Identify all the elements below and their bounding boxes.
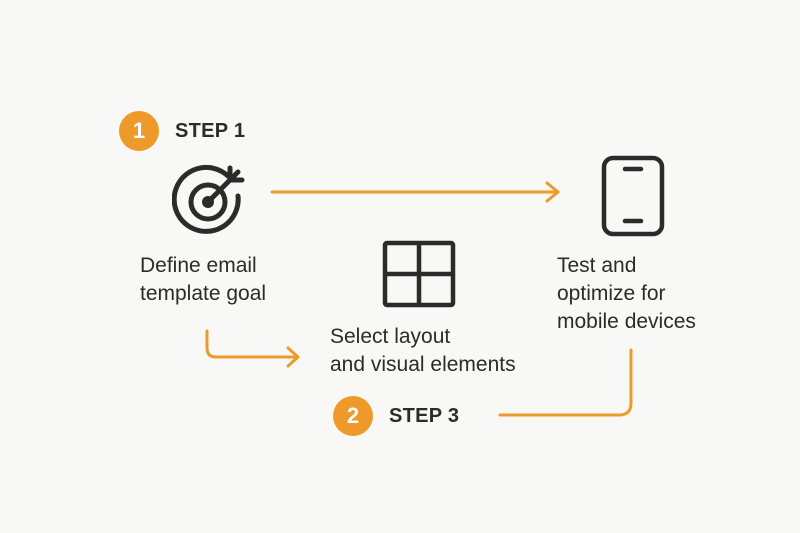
smartphone-icon bbox=[601, 155, 665, 237]
arrow-goal-to-layout-head bbox=[286, 346, 300, 368]
arrow-goal-to-layout bbox=[205, 329, 300, 359]
mobile-caption: Test and optimize for mobile devices bbox=[557, 254, 696, 333]
target-icon bbox=[172, 164, 245, 234]
grid-layout-icon bbox=[382, 240, 456, 308]
step-badge-number: 2 bbox=[346, 403, 360, 428]
step-label-1: STEP 1 bbox=[175, 120, 246, 142]
connector-mobile-to-step3 bbox=[498, 348, 633, 417]
step-badge-number: 1 bbox=[132, 118, 146, 143]
arrow-goal-to-mobile-head bbox=[545, 181, 560, 203]
step-label-3: STEP 3 bbox=[389, 405, 460, 427]
goal-caption: Define email template goal bbox=[140, 254, 267, 305]
layout-caption: Select layout and visual elements bbox=[330, 325, 516, 376]
step-badge-2: 2 bbox=[333, 396, 373, 436]
step-badge-1: 1 bbox=[119, 111, 159, 151]
